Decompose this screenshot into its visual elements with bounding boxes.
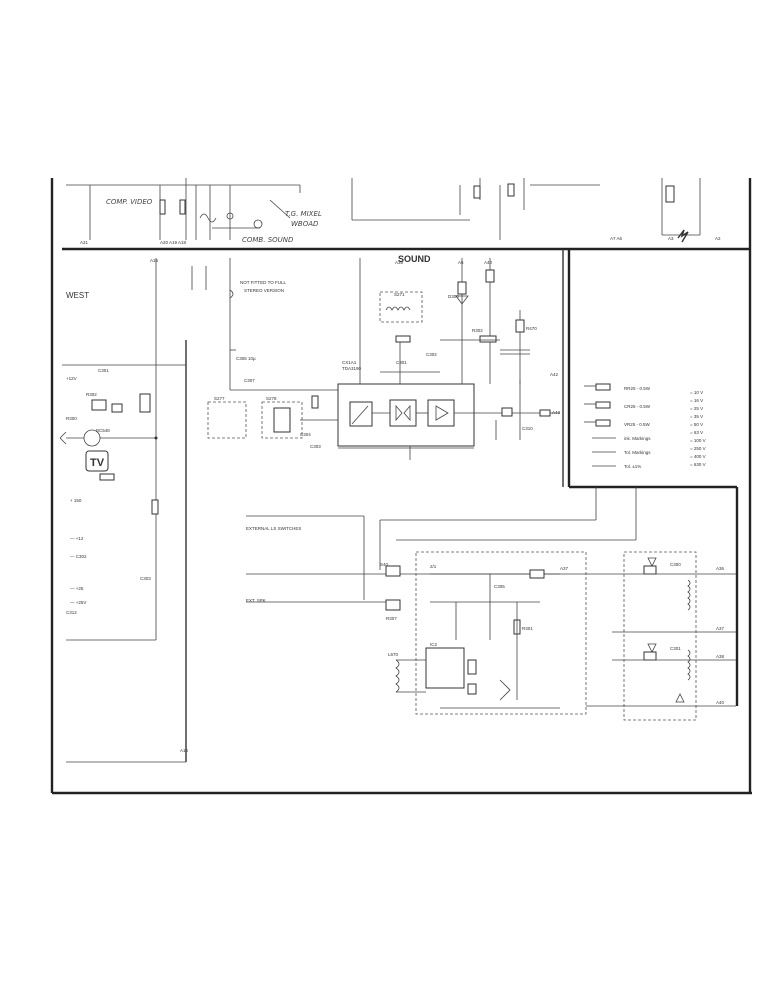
sound-section: SOUND NOT FITTED TO FULL STEREO VERSION … <box>191 254 561 460</box>
svg-text:R302: R302 <box>472 328 483 333</box>
svg-text:A40: A40 <box>484 260 493 265</box>
svg-text:WBOAD: WBOAD <box>291 220 319 228</box>
svg-text:A37: A37 <box>560 566 569 571</box>
svg-text:= 10 V: = 10 V <box>690 390 703 395</box>
svg-text:C303: C303 <box>140 576 151 581</box>
svg-text:C305: C305 <box>494 584 505 589</box>
svg-text:R307: R307 <box>386 616 397 621</box>
svg-text:— +12: — +12 <box>70 536 84 541</box>
svg-text:C301: C301 <box>98 368 109 373</box>
svg-text:+12V: +12V <box>66 376 77 381</box>
svg-text:+ 150: + 150 <box>70 498 82 503</box>
svg-text:A43: A43 <box>552 410 561 415</box>
svg-text:R302: R302 <box>86 392 97 397</box>
lightning-icon <box>677 229 689 243</box>
svg-text:C307: C307 <box>244 378 255 383</box>
ext-spk-label: EXT. SPK <box>246 598 266 603</box>
svg-text:= 100 V: = 100 V <box>690 438 706 443</box>
svg-text:S40: S40 <box>380 562 389 567</box>
svg-text:C300: C300 <box>670 562 681 567</box>
svg-text:A15: A15 <box>180 748 189 753</box>
svg-text:A16: A16 <box>150 258 159 263</box>
svg-text:IC2: IC2 <box>430 642 438 647</box>
tg-mixer-label: T.G. MIXEL <box>285 210 322 218</box>
svg-text:= 25 V: = 25 V <box>690 406 703 411</box>
svg-text:A2: A2 <box>715 236 721 241</box>
svg-text:S271: S271 <box>394 292 405 297</box>
svg-text:C301: C301 <box>396 360 407 365</box>
svg-text:R300: R300 <box>66 416 77 421</box>
svg-text:= 16 V: = 16 V <box>690 398 703 403</box>
ic-label-2: TDA3190 <box>342 366 362 371</box>
svg-text:BC548: BC548 <box>96 428 110 433</box>
svg-text:L670: L670 <box>388 652 399 657</box>
top-strip: COMP. VIDEO T.G. MIXEL WBOAD COMB. SOUND… <box>66 178 721 245</box>
svg-text:C301: C301 <box>670 646 681 651</box>
svg-text:R470: R470 <box>526 326 537 331</box>
stereo-note-2: STEREO VERSION <box>244 288 284 293</box>
svg-text:S278: S278 <box>266 396 277 401</box>
svg-text:D300: D300 <box>448 294 459 299</box>
svg-text:RR25 - 0.5W: RR25 - 0.5W <box>624 386 651 391</box>
svg-text:A20 A19 A18: A20 A19 A18 <box>160 240 187 245</box>
svg-text:— +25V: — +25V <box>70 600 86 605</box>
stereo-note-1: NOT FITTED TO FULL <box>240 280 287 285</box>
svg-text:A38: A38 <box>395 260 404 265</box>
svg-text:R301: R301 <box>522 626 533 631</box>
svg-text:= 250 V: = 250 V <box>690 446 706 451</box>
svg-text:Tol. Markings: Tol. Markings <box>624 450 651 455</box>
svg-text:A21: A21 <box>80 240 89 245</box>
svg-text:A38: A38 <box>716 654 725 659</box>
composite-video-label: COMP. VIDEO <box>106 198 153 206</box>
ic-label-1: CX1A1 <box>342 360 357 365</box>
svg-text:C306 10µ: C306 10µ <box>236 356 256 361</box>
svg-text:= 630 V: = 630 V <box>690 462 706 467</box>
svg-text:C304: C304 <box>300 432 311 437</box>
svg-text:A7 A6: A7 A6 <box>610 236 623 241</box>
svg-text:— C302: — C302 <box>70 554 87 559</box>
svg-text:A40: A40 <box>716 700 725 705</box>
tv-badge <box>85 450 109 472</box>
svg-text:C310: C310 <box>522 426 533 431</box>
svg-text:A3: A3 <box>668 236 674 241</box>
svg-text:A42: A42 <box>550 372 559 377</box>
output-section: EXTERNAL LS SWITCHES EXT. SPK 2/1 C305 A… <box>246 487 736 721</box>
svg-text:VR25 - 0.5W: VR25 - 0.5W <box>624 422 651 427</box>
west-title: WEST <box>66 291 89 300</box>
svg-text:= 50 V: = 50 V <box>690 422 703 427</box>
svg-text:— +25: — +25 <box>70 586 84 591</box>
svg-text:= 63 V: = 63 V <box>690 430 703 435</box>
legend-right: = 10 V = 16 V = 25 V = 35 V = 50 V = 63 … <box>690 390 706 467</box>
legend-panel: RR25 - 0.5W CR25 - 0.5W VR25 - 0.5W ink.… <box>584 383 706 469</box>
svg-text:2/1: 2/1 <box>430 564 437 569</box>
comb-sound-label: COMB. SOUND <box>242 236 294 244</box>
svg-text:C302: C302 <box>426 352 437 357</box>
ext-ls-label: EXTERNAL LS SWITCHES <box>246 526 301 531</box>
svg-text:C312: C312 <box>66 610 77 615</box>
svg-text:Tol. ±1%: Tol. ±1% <box>624 464 641 469</box>
sound-title: SOUND <box>398 254 431 264</box>
svg-text:= 400 V: = 400 V <box>690 454 706 459</box>
svg-text:S277: S277 <box>214 396 225 401</box>
sheet-frame <box>50 178 752 795</box>
svg-text:A37: A37 <box>716 626 725 631</box>
svg-text:= 35 V: = 35 V <box>690 414 703 419</box>
svg-text:CR25 - 0.5W: CR25 - 0.5W <box>624 404 651 409</box>
west-section: WEST TV +12V C301 R302 R300 BC548 + 150 … <box>59 258 189 753</box>
tv-badge-label: TV <box>90 457 105 469</box>
svg-text:C303: C303 <box>310 444 321 449</box>
svg-text:A36: A36 <box>716 566 725 571</box>
svg-text:ink. Markings: ink. Markings <box>624 436 651 441</box>
svg-text:A6: A6 <box>458 260 464 265</box>
legend-left: RR25 - 0.5W CR25 - 0.5W VR25 - 0.5W ink.… <box>624 386 651 469</box>
